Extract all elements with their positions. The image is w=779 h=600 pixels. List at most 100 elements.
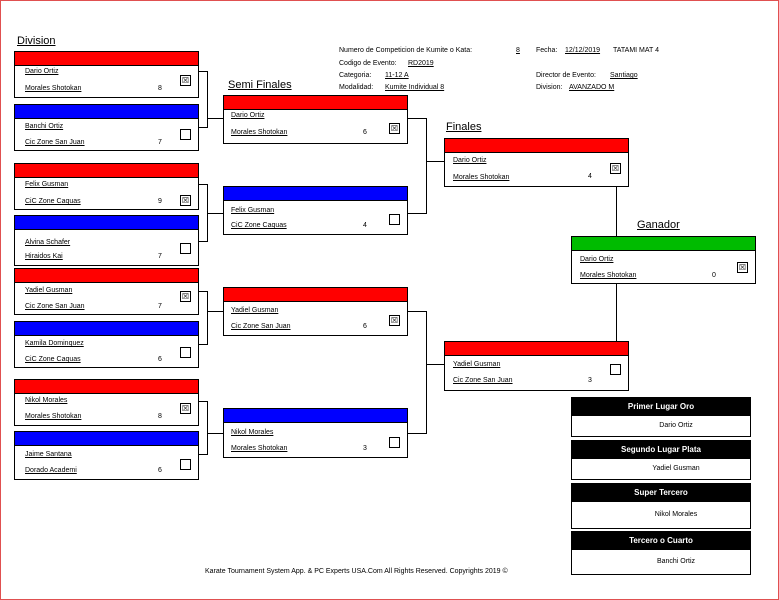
winner-checkbox[interactable]: ☒ (389, 315, 400, 326)
fighter-score: 7 (158, 253, 162, 260)
fighter-score: 3 (588, 377, 592, 384)
round1-box-3[interactable]: Felix Gusman CiC Zone Caquas 9 ☒ (14, 163, 199, 210)
fighter-name: Yadiel Gusman (25, 287, 73, 294)
connector-line (426, 118, 427, 214)
round1-box-5[interactable]: Yadiel Gusman Cic Zone San Juan 7 ☒ (14, 268, 199, 315)
modality-value: Kumite Individual 8 (385, 84, 445, 91)
semifinals-heading: Semi Finales (228, 79, 292, 91)
connector-line (207, 291, 208, 345)
round1-box-1[interactable]: Dario Ortiz Morales Shotokan 8 ☒ (14, 51, 199, 98)
connector-line (426, 311, 427, 434)
finals-heading: Finales (446, 121, 482, 133)
fighter-score: 7 (158, 139, 162, 146)
fighter-name: Dario Ortiz (231, 112, 265, 119)
date-value: 12/12/2019 (565, 47, 601, 54)
fighter-name: Yadiel Gusman (231, 307, 279, 314)
winner-checkbox[interactable]: ☒ (180, 291, 191, 302)
winner-checkbox[interactable]: ☒ (180, 75, 191, 86)
division-heading: Division (17, 35, 56, 47)
semifinal-box-2[interactable]: Felix Gusman CiC Zone Caquas 4 (223, 186, 408, 235)
connector-line (616, 283, 617, 341)
award-box-super-third: Super Tercero Nikol Morales (571, 483, 751, 529)
semifinal-box-3[interactable]: Yadiel Gusman Cic Zone San Juan 6 ☒ (223, 287, 408, 336)
connector-line (407, 118, 427, 119)
red-corner-bar (224, 96, 407, 110)
connector-line (198, 291, 208, 292)
fighter-club: Dorado Academi (25, 467, 77, 474)
date-label: Fecha: (536, 47, 558, 54)
fighter-name: Yadiel Gusman (453, 361, 501, 368)
award-title: Tercero o Cuarto (572, 532, 750, 550)
red-corner-bar (15, 380, 198, 394)
final-box-1[interactable]: Dario Ortiz Morales Shotokan 4 ☒ (444, 138, 629, 187)
director-label: Director de Evento: (536, 72, 596, 79)
connector-line (207, 401, 208, 455)
connector-line (198, 454, 208, 455)
award-box-gold: Primer Lugar Oro Dario Ortiz (571, 397, 751, 437)
winner-checkbox[interactable] (389, 437, 400, 448)
event-code: RD2019 (408, 60, 434, 67)
fighter-score: 6 (363, 323, 367, 330)
connector-line (407, 311, 427, 312)
connector-line (426, 364, 444, 365)
winner-checkbox[interactable] (180, 347, 191, 358)
winner-checkbox[interactable] (180, 243, 191, 254)
fighter-club: CiC Zone Caquas (231, 222, 287, 229)
semifinal-box-1[interactable]: Dario Ortiz Morales Shotokan 6 ☒ (223, 95, 408, 144)
fighter-name: Felix Gusman (25, 181, 69, 188)
red-corner-bar (224, 288, 407, 302)
fighter-name: Nikol Morales (25, 397, 68, 404)
fighter-club: Morales Shotokan (25, 85, 82, 92)
winner-box[interactable]: Dario Ortiz Morales Shotokan 0 ☒ (571, 236, 756, 284)
fighter-club: Morales Shotokan (25, 413, 82, 420)
connector-line (198, 184, 208, 185)
winner-checkbox[interactable] (610, 364, 621, 375)
connector-line (207, 71, 208, 128)
winner-checkbox[interactable]: ☒ (180, 403, 191, 414)
comp-number-label: Numero de Competicion de Kumite o Kata: (339, 47, 473, 54)
connector-line (207, 433, 223, 434)
fighter-score: 4 (363, 222, 367, 229)
connector-line (198, 344, 208, 345)
fighter-club: CiC Zone Caquas (25, 356, 81, 363)
winner-name: Dario Ortiz (580, 256, 614, 263)
event-code-label: Codigo de Evento: (339, 60, 397, 67)
award-winner: Banchi Ortiz (656, 558, 696, 565)
winner-checkbox[interactable]: ☒ (737, 262, 748, 273)
modality-label: Modalidad: (339, 84, 374, 91)
connector-line (616, 186, 617, 236)
fighter-score: 3 (363, 445, 367, 452)
award-title: Segundo Lugar Plata (572, 441, 750, 459)
final-box-2[interactable]: Yadiel Gusman Cic Zone San Juan 3 (444, 341, 629, 391)
blue-corner-bar (15, 216, 198, 230)
connector-line (207, 213, 223, 214)
round1-box-8[interactable]: Jaime Santana Dorado Academi 6 (14, 431, 199, 480)
red-corner-bar (15, 52, 198, 66)
semifinal-box-4[interactable]: Nikol Morales Morales Shotokan 3 (223, 408, 408, 458)
fighter-name: Nikol Morales (231, 429, 274, 436)
comp-number: 8 (516, 47, 520, 54)
winner-checkbox[interactable] (389, 214, 400, 225)
connector-line (198, 241, 208, 242)
fighter-name: Kamila Dominquez (25, 340, 84, 347)
connector-line (198, 401, 208, 402)
round1-box-7[interactable]: Nikol Morales Morales Shotokan 8 ☒ (14, 379, 199, 426)
fighter-name: Dario Ortiz (453, 157, 487, 164)
fighter-name: Felix Gusman (231, 207, 275, 214)
connector-line (407, 213, 427, 214)
fighter-name: Jaime Santana (25, 451, 72, 458)
winner-checkbox[interactable] (180, 459, 191, 470)
round1-box-4[interactable]: Alvina Schafer Hiraidos Kai 7 (14, 215, 199, 266)
winner-checkbox[interactable]: ☒ (389, 123, 400, 134)
winner-checkbox[interactable]: ☒ (180, 195, 191, 206)
fighter-club: Cic Zone San Juan (25, 303, 85, 310)
round1-box-6[interactable]: Kamila Dominquez CiC Zone Caquas 6 (14, 321, 199, 368)
blue-corner-bar (224, 187, 407, 201)
red-corner-bar (445, 342, 628, 356)
connector-line (207, 118, 223, 119)
winner-checkbox[interactable] (180, 129, 191, 140)
winner-checkbox[interactable]: ☒ (610, 163, 621, 174)
connector-line (426, 161, 444, 162)
blue-corner-bar (15, 322, 198, 336)
round1-box-2[interactable]: Banchi Ortiz Cic Zone San Juan 7 (14, 104, 199, 151)
